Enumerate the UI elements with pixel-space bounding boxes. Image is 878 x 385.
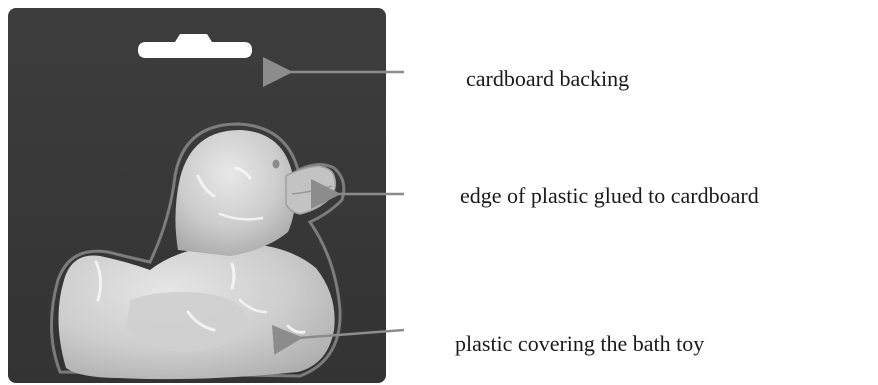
label-plastic-cover: plastic covering the bath toy (455, 331, 704, 357)
label-cardboard-backing: cardboard backing (466, 66, 629, 92)
label-plastic-edge: edge of plastic glued to cardboard (460, 183, 759, 209)
duck-eye (273, 160, 280, 169)
